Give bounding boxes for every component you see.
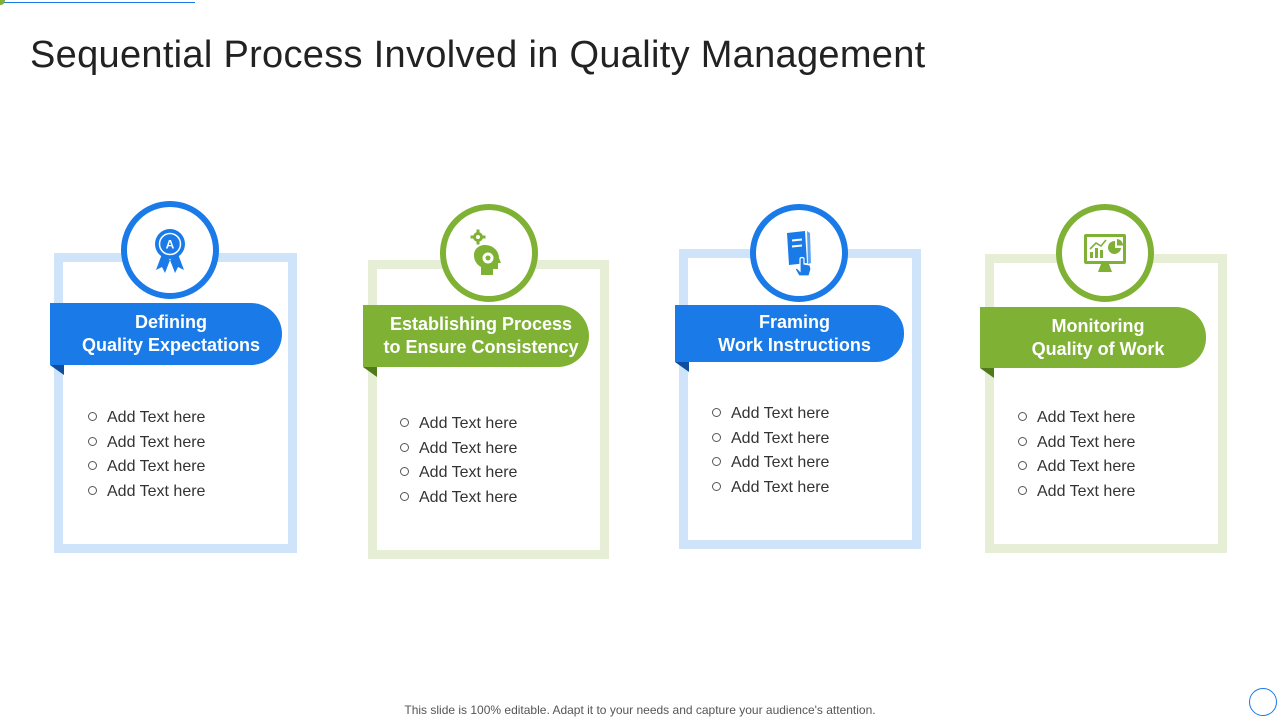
step-icon-badge	[440, 204, 538, 302]
list-item: Add Text here	[88, 431, 205, 456]
bullet-icon	[88, 485, 97, 495]
list-item: Add Text here	[400, 486, 517, 511]
step-icon-badge	[750, 204, 848, 302]
step-title: Defining Quality Expectations	[81, 312, 261, 355]
bullet-icon	[712, 432, 721, 442]
bullet-icon	[1018, 436, 1027, 446]
bullet-icon	[712, 408, 721, 418]
list-item: Add Text here	[88, 406, 205, 431]
list-item: Add Text here	[88, 455, 205, 480]
step-title: Establishing Process to Ensure Consisten…	[383, 314, 579, 357]
list-item: Add Text here	[712, 402, 829, 427]
award-ribbon-icon: A	[155, 229, 185, 273]
step-item-list: Add Text here Add Text here Add Text her…	[400, 412, 517, 510]
step-icon-badge	[1056, 204, 1154, 302]
list-item: Add Text here	[400, 461, 517, 486]
step-item-list: Add Text here Add Text here Add Text her…	[712, 402, 829, 500]
list-item: Add Text here	[88, 480, 205, 505]
top-accent	[0, 0, 195, 5]
ribbon-fold	[980, 368, 994, 378]
corner-circle-icon	[1249, 688, 1277, 716]
list-item: Add Text here	[1018, 480, 1135, 505]
top-accent-dot	[0, 0, 5, 5]
list-item: Add Text here	[400, 437, 517, 462]
document-hand-icon	[787, 231, 812, 277]
step-item-list: Add Text here Add Text here Add Text her…	[1018, 406, 1135, 504]
bullet-icon	[1018, 485, 1027, 495]
bullet-icon	[1018, 461, 1027, 471]
list-item: Add Text here	[712, 451, 829, 476]
step-title-ribbon: Framing Work Instructions	[675, 305, 904, 362]
monitor-chart-icon	[1084, 234, 1126, 272]
step-item-list: Add Text here Add Text here Add Text her…	[88, 406, 205, 504]
bullet-icon	[712, 457, 721, 467]
bullet-icon	[88, 436, 97, 446]
bullet-icon	[88, 412, 97, 422]
step-icon-badge: A	[121, 201, 219, 299]
bullet-icon	[88, 461, 97, 471]
bullet-icon	[400, 467, 409, 477]
list-item: Add Text here	[400, 412, 517, 437]
bullet-icon	[712, 481, 721, 491]
top-accent-line	[0, 2, 195, 3]
step-card-frame	[985, 254, 1227, 553]
step-title: Monitoring Quality of Work	[1031, 315, 1165, 359]
list-item: Add Text here	[1018, 406, 1135, 431]
footer-note: This slide is 100% editable. Adapt it to…	[404, 703, 876, 717]
ribbon-fold	[363, 367, 377, 377]
step-title: Framing Work Instructions	[718, 311, 871, 355]
list-item: Add Text here	[712, 476, 829, 501]
award-letter: A	[166, 238, 175, 252]
bullet-icon	[400, 442, 409, 452]
bullet-icon	[1018, 412, 1027, 422]
head-gears-icon	[470, 229, 501, 275]
step-title-ribbon: Establishing Process to Ensure Consisten…	[363, 305, 589, 367]
page-title: Sequential Process Involved in Quality M…	[30, 34, 926, 76]
bullet-icon	[400, 491, 409, 501]
step-title-ribbon: Defining Quality Expectations	[50, 303, 282, 365]
ribbon-fold	[50, 365, 64, 375]
list-item: Add Text here	[1018, 455, 1135, 480]
ribbon-fold	[675, 362, 689, 372]
bullet-icon	[400, 418, 409, 428]
list-item: Add Text here	[712, 427, 829, 452]
list-item: Add Text here	[1018, 431, 1135, 456]
step-title-ribbon: Monitoring Quality of Work	[980, 307, 1206, 368]
